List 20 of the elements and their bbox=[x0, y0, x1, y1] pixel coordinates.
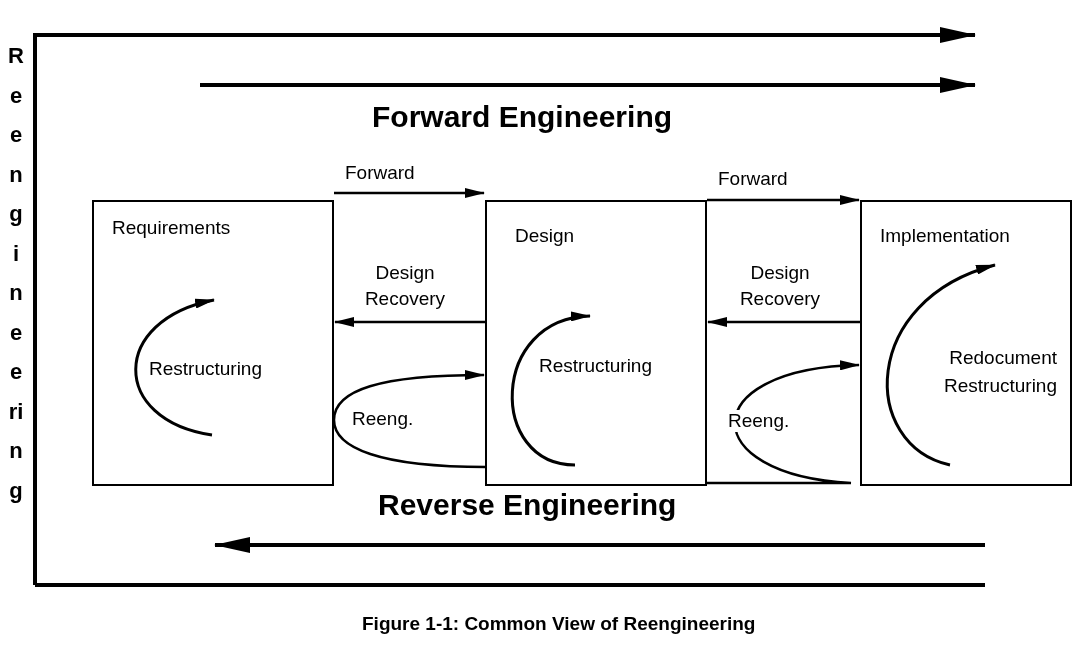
activity-label: Restructuring bbox=[149, 357, 262, 381]
section-heading: Reverse Engineering bbox=[378, 488, 677, 522]
stage-box bbox=[485, 200, 707, 486]
activity-label: Restructuring bbox=[539, 354, 652, 378]
arrow bbox=[707, 195, 860, 205]
arrow bbox=[707, 317, 860, 327]
activity-label: Redocument Restructuring bbox=[943, 346, 1057, 398]
section-heading: Forward Engineering bbox=[372, 100, 673, 134]
arrow bbox=[334, 188, 485, 198]
vertical-title: Reengineering bbox=[8, 42, 24, 505]
stage-title: Design bbox=[515, 224, 575, 248]
figure-caption: Figure 1-1: Common View of Reengineering bbox=[362, 613, 756, 635]
stage-box bbox=[92, 200, 334, 486]
arrow bbox=[707, 361, 860, 485]
arrow bbox=[334, 317, 485, 327]
stage-title: Requirements bbox=[112, 216, 231, 240]
stage-box bbox=[860, 200, 1072, 486]
arrow bbox=[332, 370, 488, 469]
edge-label: Reeng. bbox=[728, 410, 790, 432]
stage-title: Implementation bbox=[880, 224, 1010, 248]
